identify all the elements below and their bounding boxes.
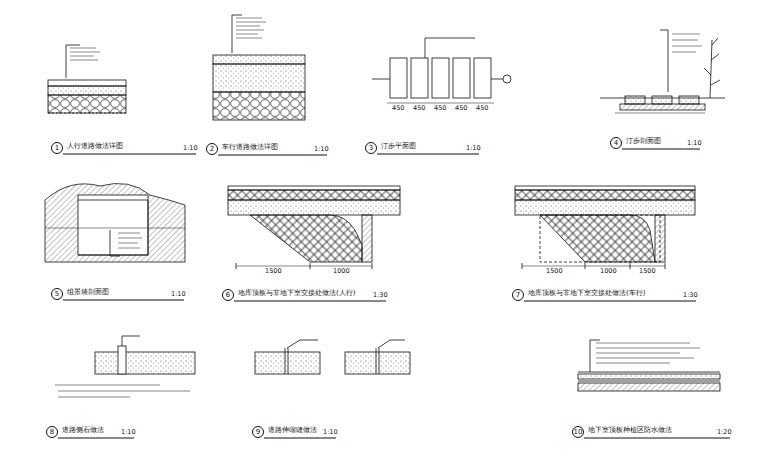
callout-circle: 4 <box>610 137 622 149</box>
detail-title: 道路伸缩缝做法 <box>267 427 318 434</box>
detail-title: 道路侧石做法 <box>61 427 105 434</box>
scale-text: 1:10 <box>686 140 703 147</box>
callout-circle: 9 <box>252 426 264 438</box>
dimension-text: 450 <box>475 105 489 112</box>
scale-text: 1:10 <box>120 429 137 436</box>
detail-title: 汀步剖面图 <box>625 138 662 145</box>
dimension-text: 1500 <box>264 268 283 275</box>
callout-circle: 10 <box>572 426 584 438</box>
callout-number: 5 <box>55 291 59 298</box>
dimension-text: 450 <box>391 105 405 112</box>
dimension-text: 1500 <box>545 268 564 275</box>
detail-title: 地库顶板与非地下室交接处做法(人行) <box>237 290 356 297</box>
detail-title: 汀步平面图 <box>380 143 417 150</box>
dimension-text: 450 <box>412 105 426 112</box>
callout-circle: 3 <box>365 142 377 154</box>
scale-text: 1:10 <box>322 429 339 436</box>
callout-number: 9 <box>256 429 260 436</box>
dimension-text: 450 <box>454 105 468 112</box>
callout-circle: 5 <box>51 288 63 300</box>
scale-text: 1:20 <box>716 429 733 436</box>
detail-title: 人行道路做法详图 <box>66 143 124 150</box>
callout-circle: 1 <box>51 142 63 154</box>
detail-title: 地库顶板与非地下室交接处做法(车行) <box>527 290 646 297</box>
scale-text: 1:30 <box>682 292 699 299</box>
callout-circle: 6 <box>222 289 234 301</box>
dimension-text: 1500 <box>638 268 657 275</box>
callout-circle: 2 <box>206 143 218 155</box>
callout-number: 3 <box>369 145 373 152</box>
callout-circle: 8 <box>46 426 58 438</box>
detail-title: 地下室顶板种植区防水做法 <box>587 427 673 434</box>
callout-number: 10 <box>574 429 583 436</box>
callout-number: 1 <box>55 145 59 152</box>
scale-text: 1:10 <box>182 145 199 152</box>
dimension-text: 1000 <box>332 268 351 275</box>
scale-text: 1:10 <box>170 291 187 298</box>
callout-number: 6 <box>226 292 230 299</box>
detail-title: 组景墙剖面图 <box>66 289 110 296</box>
callout-number: 7 <box>516 292 520 299</box>
callout-number: 8 <box>50 429 54 436</box>
dimension-text: 450 <box>433 105 447 112</box>
callout-number: 4 <box>614 140 618 147</box>
scale-text: 1:10 <box>465 145 482 152</box>
dimension-text: 1000 <box>599 268 618 275</box>
detail-title: 车行道路做法详图 <box>221 144 279 151</box>
callout-circle: 7 <box>512 289 524 301</box>
callout-number: 2 <box>210 146 214 153</box>
scale-text: 1:10 <box>313 146 330 153</box>
scale-text: 1:30 <box>372 292 389 299</box>
